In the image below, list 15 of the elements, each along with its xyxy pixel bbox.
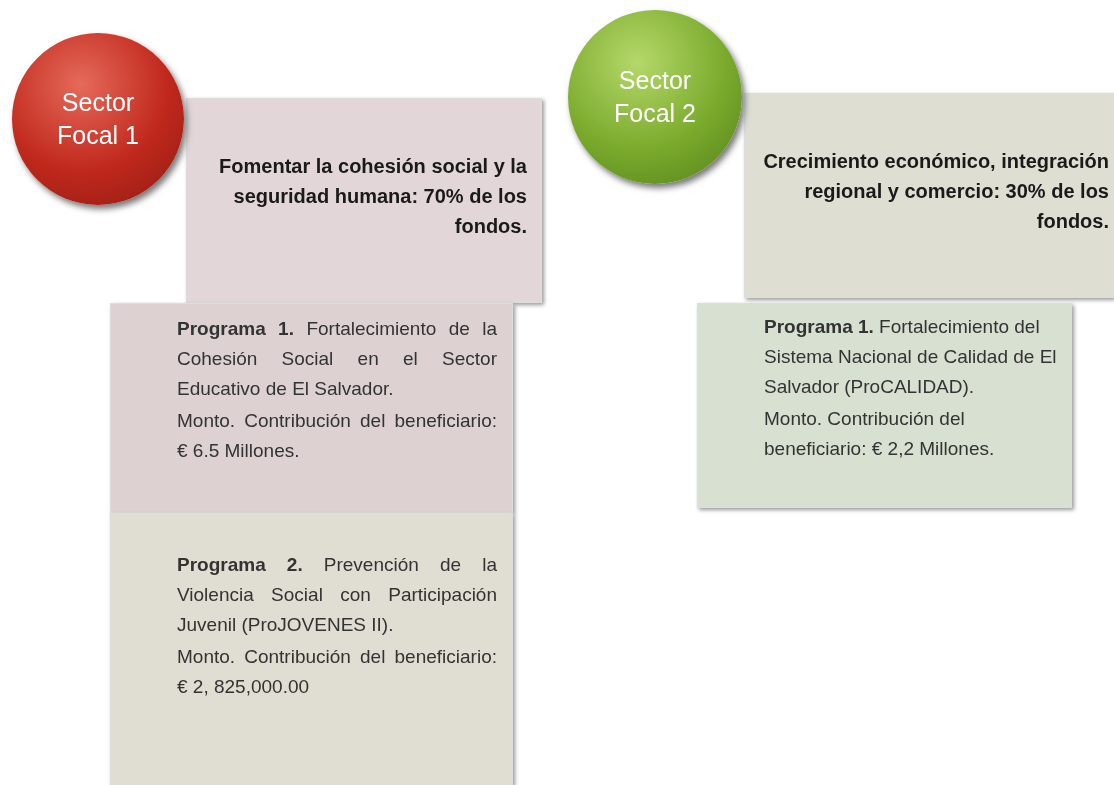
program-text: Programa 1. Fortalecimiento de la Cohesión Social en el Sector Educativo de El Salvador. — [177, 317, 497, 401]
program-text: Programa 1. Fortalecimiento del Sistema Nacional de Calidad de El Salvador (ProCALIDAD). — [764, 315, 1058, 399]
program-text: Monto. Contribución del beneficiario: € 6.5 Millones. — [177, 409, 497, 463]
sector-panel — [186, 98, 542, 303]
program-panel — [697, 303, 1072, 508]
sector-panel — [744, 93, 1114, 298]
program-panel — [110, 513, 513, 785]
program-panel — [110, 303, 513, 513]
badge-label: Sector Focal 2 — [613, 65, 697, 129]
program-text: Monto. Contribución del beneficiario: € 2,2 Millones. — [764, 407, 996, 461]
badge-label: Sector Focal 1 — [56, 87, 140, 151]
program-text: Programa 2. Prevención de la Violencia Social con Participación Juvenil (ProJOVENES II). — [177, 553, 497, 637]
sector-heading: Crecimiento económico, integración regional y comercio: 30% de los fondos. — [762, 149, 1109, 234]
program-text: Monto. Contribución del beneficiario: € 2, 825,000.00 — [177, 645, 497, 699]
sector-heading: Fomentar la cohesión social y la seguridad humana: 70% de los fondos. — [218, 154, 527, 239]
